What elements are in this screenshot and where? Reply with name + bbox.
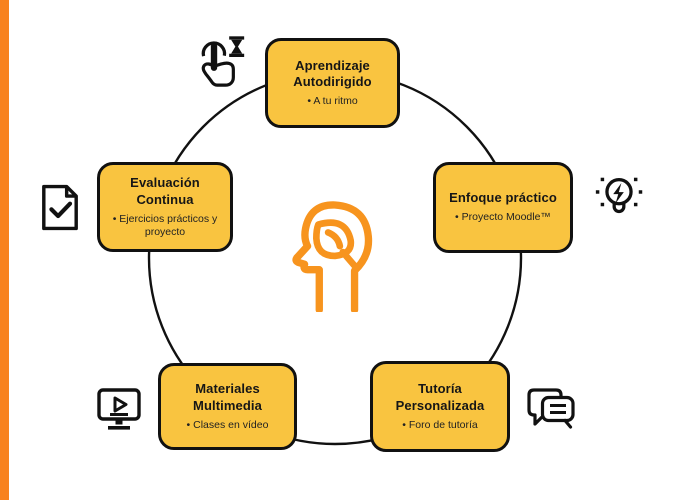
node-title: Enfoque práctico [449,190,557,206]
monitor-play-icon [96,386,142,432]
tap-hourglass-icon [191,31,249,89]
node-evaluacion-continua: Evaluación Continua • Ejercicios práctic… [97,162,233,252]
node-bullet: • Foro de tutoría [402,418,478,431]
node-bullet: • A tu ritmo [307,95,358,108]
node-tutoria-personalizada: Tutoría Personalizada • Foro de tutoría [370,361,510,452]
node-aprendizaje-autodirigido: Aprendizaje Autodirigido • A tu ritmo [265,38,400,128]
node-title: Tutoría Personalizada [395,381,485,413]
left-accent-bar [0,0,9,500]
node-bullet: • Clases en vídeo [186,418,269,431]
node-title: Materiales Multimedia [193,381,262,413]
document-check-icon [40,183,80,232]
chat-bubbles-icon [526,385,576,431]
node-enfoque-practico: Enfoque práctico • Proyecto Moodle™ [433,162,573,253]
node-title: Evaluación Continua [130,174,200,207]
lightbulb-bolt-icon [592,170,646,224]
node-materiales-multimedia: Materiales Multimedia • Clases en vídeo [158,363,297,450]
head-leaf-icon [284,196,382,317]
node-bullet: • Ejercicios prácticos y proyecto [112,212,218,238]
node-title: Aprendizaje Autodirigido [293,57,372,90]
node-bullet: • Proyecto Moodle™ [455,211,551,224]
